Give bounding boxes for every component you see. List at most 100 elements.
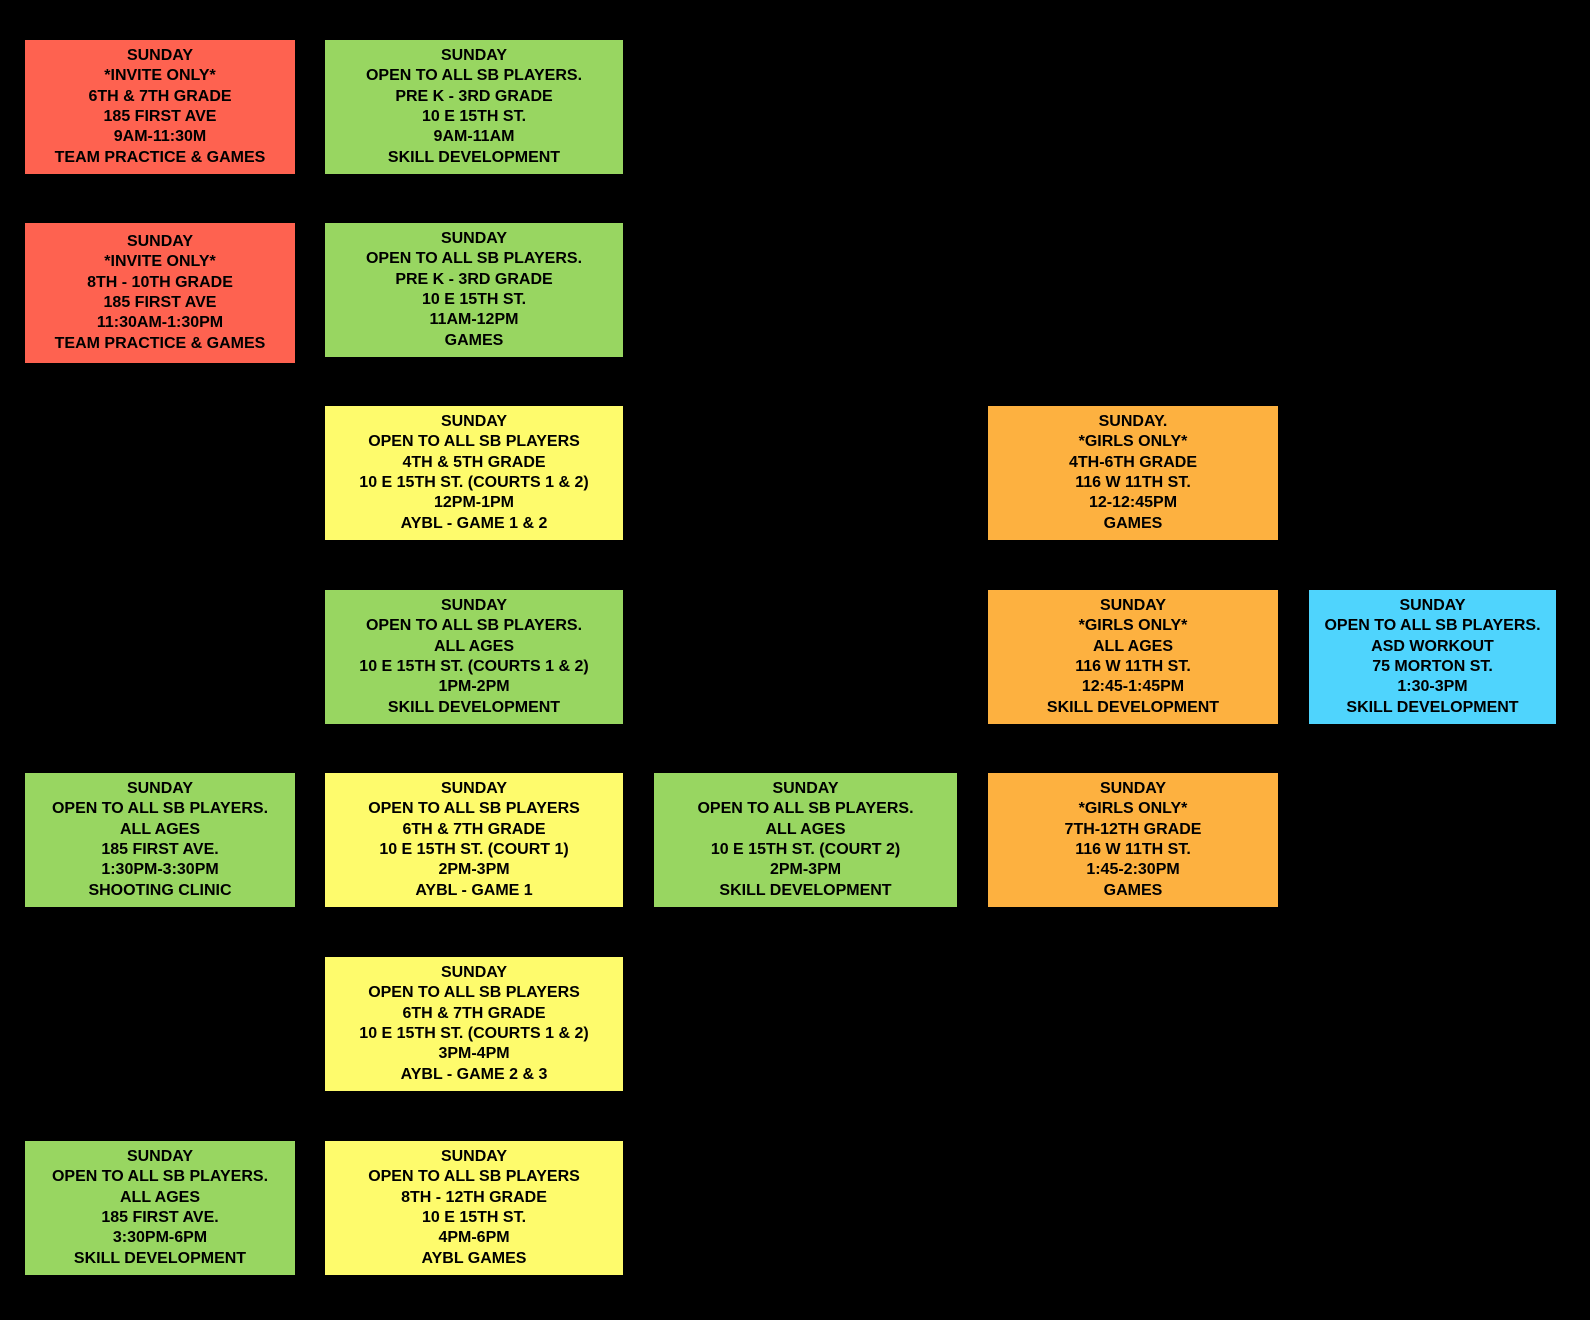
card-time: 3:30PM-6PM [112, 1229, 208, 1247]
card-time: 9AM-11:30M [113, 128, 207, 146]
card-time: 2PM-3PM [769, 861, 842, 879]
card-time: 3PM-4PM [438, 1045, 510, 1063]
card-day: SUNDAY [126, 47, 194, 65]
card-day: SUNDAY [1399, 597, 1466, 615]
card-grade: 6TH & 7TH GRADE [402, 820, 546, 838]
card-activity: GAMES [1103, 881, 1163, 899]
card-activity: SHOOTING CLINIC [88, 881, 232, 899]
card-grade: ALL AGES [433, 637, 514, 655]
card-eligibility: OPEN TO ALL SB PLAYERS. [1324, 617, 1541, 635]
card-activity: SKILL DEVELOPMENT [73, 1249, 247, 1267]
card-day: SUNDAY [440, 413, 508, 431]
card-time: 11AM-12PM [429, 311, 519, 329]
card-eligibility: OPEN TO ALL SB PLAYERS [368, 984, 580, 1002]
schedule-card-aybl-8th-12th: SUNDAY OPEN TO ALL SB PLAYERS 8TH - 12TH… [325, 1141, 623, 1275]
card-activity: SKILL DEVELOPMENT [1046, 698, 1220, 716]
card-grade: ALL AGES [119, 820, 200, 838]
card-location: 185 FIRST AVE [103, 294, 217, 311]
card-time: 12PM-1PM [433, 494, 515, 512]
card-time: 11:30AM-1:30PM [96, 314, 224, 332]
card-location: 185 FIRST AVE [103, 108, 217, 125]
schedule-card-invite-8th-10th: SUNDAY *INVITE ONLY* 8TH - 10TH GRADE 18… [25, 223, 295, 363]
card-day: SUNDAY [126, 1148, 194, 1166]
card-location: 185 FIRST AVE. [101, 841, 219, 858]
card-time: 12:45-1:45PM [1081, 678, 1185, 696]
schedule-card-girls-7th-12th: SUNDAY *GIRLS ONLY* 7TH-12TH GRADE 116 W… [988, 773, 1278, 907]
card-location: 116 W 11TH ST. [1075, 841, 1191, 858]
card-day: SUNDAY [1099, 597, 1167, 615]
schedule-card-aybl-6th-7th-game1: SUNDAY OPEN TO ALL SB PLAYERS 6TH & 7TH … [325, 773, 623, 907]
card-day: SUNDAY [440, 597, 508, 615]
card-activity: TEAM PRACTICE & GAMES [54, 334, 266, 352]
schedule-card-all-ages-court2: SUNDAY OPEN TO ALL SB PLAYERS. ALL AGES … [654, 773, 957, 907]
card-location: 10 E 15TH ST. (COURTS 1 & 2) [359, 474, 589, 491]
card-day: SUNDAY. [1098, 413, 1168, 431]
card-activity: TEAM PRACTICE & GAMES [54, 148, 266, 166]
card-eligibility: *INVITE ONLY* [104, 67, 216, 85]
card-grade: 8TH - 12TH GRADE [401, 1188, 547, 1206]
card-grade: ALL AGES [119, 1188, 200, 1206]
card-activity: SKILL DEVELOPMENT [1346, 698, 1519, 716]
card-location: 10 E 15TH ST. (COURT 1) [379, 841, 569, 858]
card-day: SUNDAY [440, 780, 508, 798]
schedule-card-all-ages-skill-1pm: SUNDAY OPEN TO ALL SB PLAYERS. ALL AGES … [325, 590, 623, 724]
schedule-card-aybl-4th-5th: SUNDAY OPEN TO ALL SB PLAYERS 4TH & 5TH … [325, 406, 623, 540]
card-time: 1:45-2:30PM [1086, 861, 1180, 879]
card-eligibility: OPEN TO ALL SB PLAYERS. [365, 250, 583, 268]
schedule-card-prek-3rd-games: SUNDAY OPEN TO ALL SB PLAYERS. PRE K - 3… [325, 223, 623, 357]
card-time: 1:30PM-3:30PM [101, 861, 219, 879]
card-eligibility: OPEN TO ALL SB PLAYERS. [365, 67, 583, 85]
card-day: SUNDAY [126, 233, 194, 251]
card-activity: SKILL DEVELOPMENT [387, 698, 561, 716]
card-location: 10 E 15TH ST. [421, 1209, 527, 1226]
schedule-card-asd-workout: SUNDAY OPEN TO ALL SB PLAYERS. ASD WORKO… [1309, 590, 1556, 724]
card-activity: AYBL - GAME 1 & 2 [400, 514, 548, 532]
schedule-card-girls-4th-6th: SUNDAY. *GIRLS ONLY* 4TH-6TH GRADE 116 W… [988, 406, 1278, 540]
card-grade: 8TH - 10TH GRADE [87, 273, 233, 291]
card-time: 1:30-3PM [1397, 678, 1468, 696]
card-day: SUNDAY [1099, 780, 1167, 798]
card-activity: AYBL GAMES [421, 1249, 527, 1267]
card-grade: ALL AGES [765, 820, 846, 838]
card-grade: PRE K - 3RD GRADE [395, 87, 553, 105]
card-location: 10 E 15TH ST. (COURTS 1 & 2) [359, 1025, 589, 1042]
card-grade: 4TH-6TH GRADE [1068, 453, 1197, 471]
card-day: SUNDAY [440, 1148, 508, 1166]
card-activity: GAMES [1103, 514, 1163, 532]
card-time: 4PM-6PM [438, 1229, 510, 1247]
card-grade: PRE K - 3RD GRADE [395, 270, 553, 288]
card-eligibility: OPEN TO ALL SB PLAYERS. [697, 800, 914, 818]
card-eligibility: *GIRLS ONLY* [1078, 800, 1188, 818]
card-time: 12-12:45PM [1088, 494, 1178, 512]
schedule-card-invite-6th-7th: SUNDAY *INVITE ONLY* 6TH & 7TH GRADE 185… [25, 40, 295, 174]
card-location: 10 E 15TH ST. (COURT 2) [710, 841, 901, 858]
schedule-card-shooting-clinic: SUNDAY OPEN TO ALL SB PLAYERS. ALL AGES … [25, 773, 295, 907]
card-grade: 4TH & 5TH GRADE [402, 453, 546, 471]
card-location: 116 W 11TH ST. [1075, 474, 1191, 491]
card-eligibility: OPEN TO ALL SB PLAYERS. [365, 617, 583, 635]
schedule-card-prek-3rd-skill: SUNDAY OPEN TO ALL SB PLAYERS. PRE K - 3… [325, 40, 623, 174]
card-day: SUNDAY [772, 780, 839, 798]
card-eligibility: OPEN TO ALL SB PLAYERS. [51, 800, 269, 818]
card-day: SUNDAY [440, 964, 508, 982]
card-location: 185 FIRST AVE. [101, 1209, 219, 1226]
card-location: 116 W 11TH ST. [1075, 658, 1191, 675]
card-day: SUNDAY [440, 230, 508, 248]
card-eligibility: *GIRLS ONLY* [1078, 617, 1188, 635]
card-activity: AYBL - GAME 2 & 3 [400, 1065, 548, 1083]
card-grade: ASD WORKOUT [1371, 637, 1494, 655]
card-location: 10 E 15TH ST. [421, 291, 527, 308]
card-time: 1PM-2PM [438, 678, 510, 696]
card-activity: AYBL - GAME 1 [415, 881, 533, 899]
card-eligibility: OPEN TO ALL SB PLAYERS. [51, 1168, 269, 1186]
card-grade: ALL AGES [1092, 637, 1173, 655]
card-eligibility: OPEN TO ALL SB PLAYERS [368, 800, 580, 818]
card-grade: 6TH & 7TH GRADE [88, 87, 232, 105]
card-day: SUNDAY [126, 780, 194, 798]
card-grade: 7TH-12TH GRADE [1064, 820, 1202, 838]
card-activity: SKILL DEVELOPMENT [387, 148, 561, 166]
card-activity: SKILL DEVELOPMENT [719, 881, 892, 899]
card-eligibility: *INVITE ONLY* [104, 253, 216, 271]
card-eligibility: *GIRLS ONLY* [1078, 433, 1188, 451]
card-activity: GAMES [444, 331, 504, 349]
